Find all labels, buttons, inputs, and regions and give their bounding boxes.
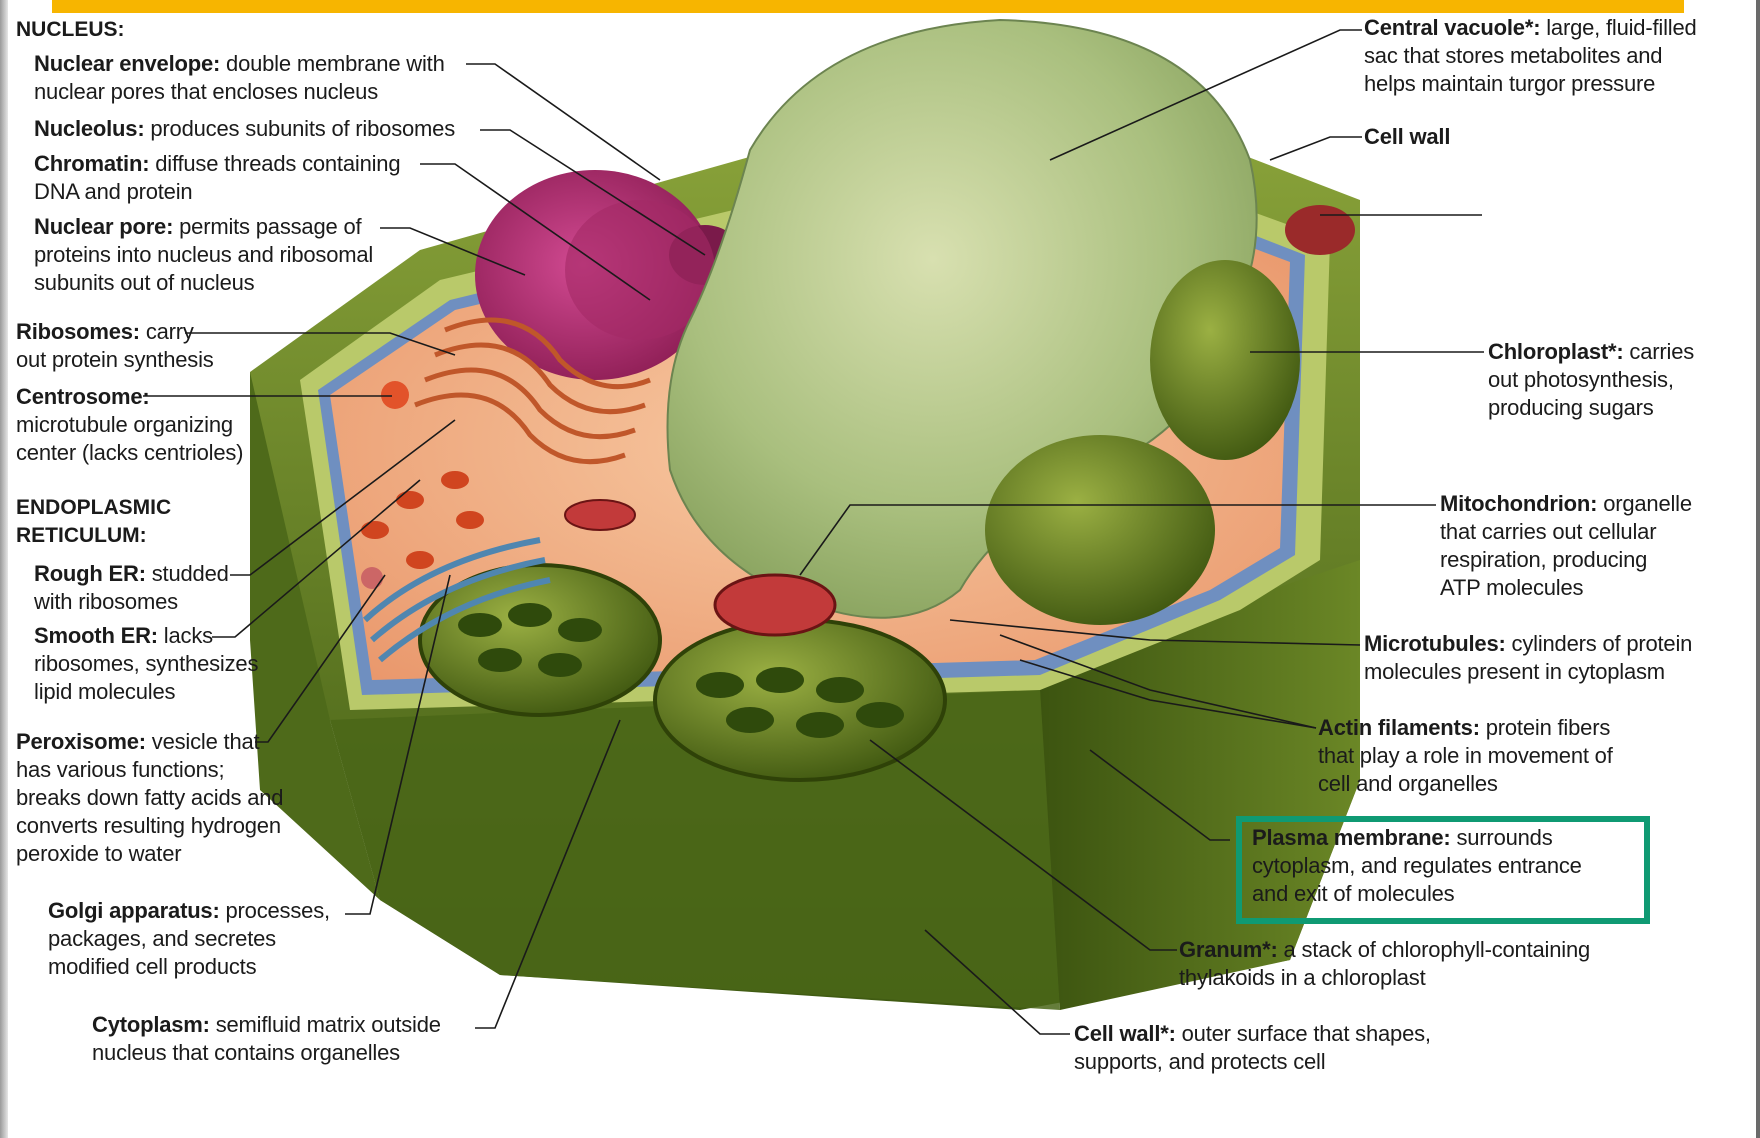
chloroplast-4 [985,435,1215,625]
mitochondrion [715,575,835,635]
label-cell-wall-top: Cell wall [1364,123,1450,151]
page-edge-left [0,0,8,1138]
chloroplast-3 [1150,260,1300,460]
top-highlight-bar [52,0,1684,13]
nucleus-header: NUCLEUS: [16,16,125,44]
label-golgi-apparatus: Golgi apparatus: processes,packages, and… [48,897,330,981]
label-cell-wall-bottom: Cell wall*: outer surface that shapes,su… [1074,1020,1431,1076]
centrosome [381,381,409,409]
page-edge-right [1756,0,1760,1138]
label-granum: Granum*: a stack of chlorophyll-containi… [1179,936,1590,992]
chloroplast-red [1285,205,1355,255]
label-nucleolus: Nucleolus: produces subunits of ribosome… [34,115,455,143]
chloroplast-2 [655,620,945,780]
